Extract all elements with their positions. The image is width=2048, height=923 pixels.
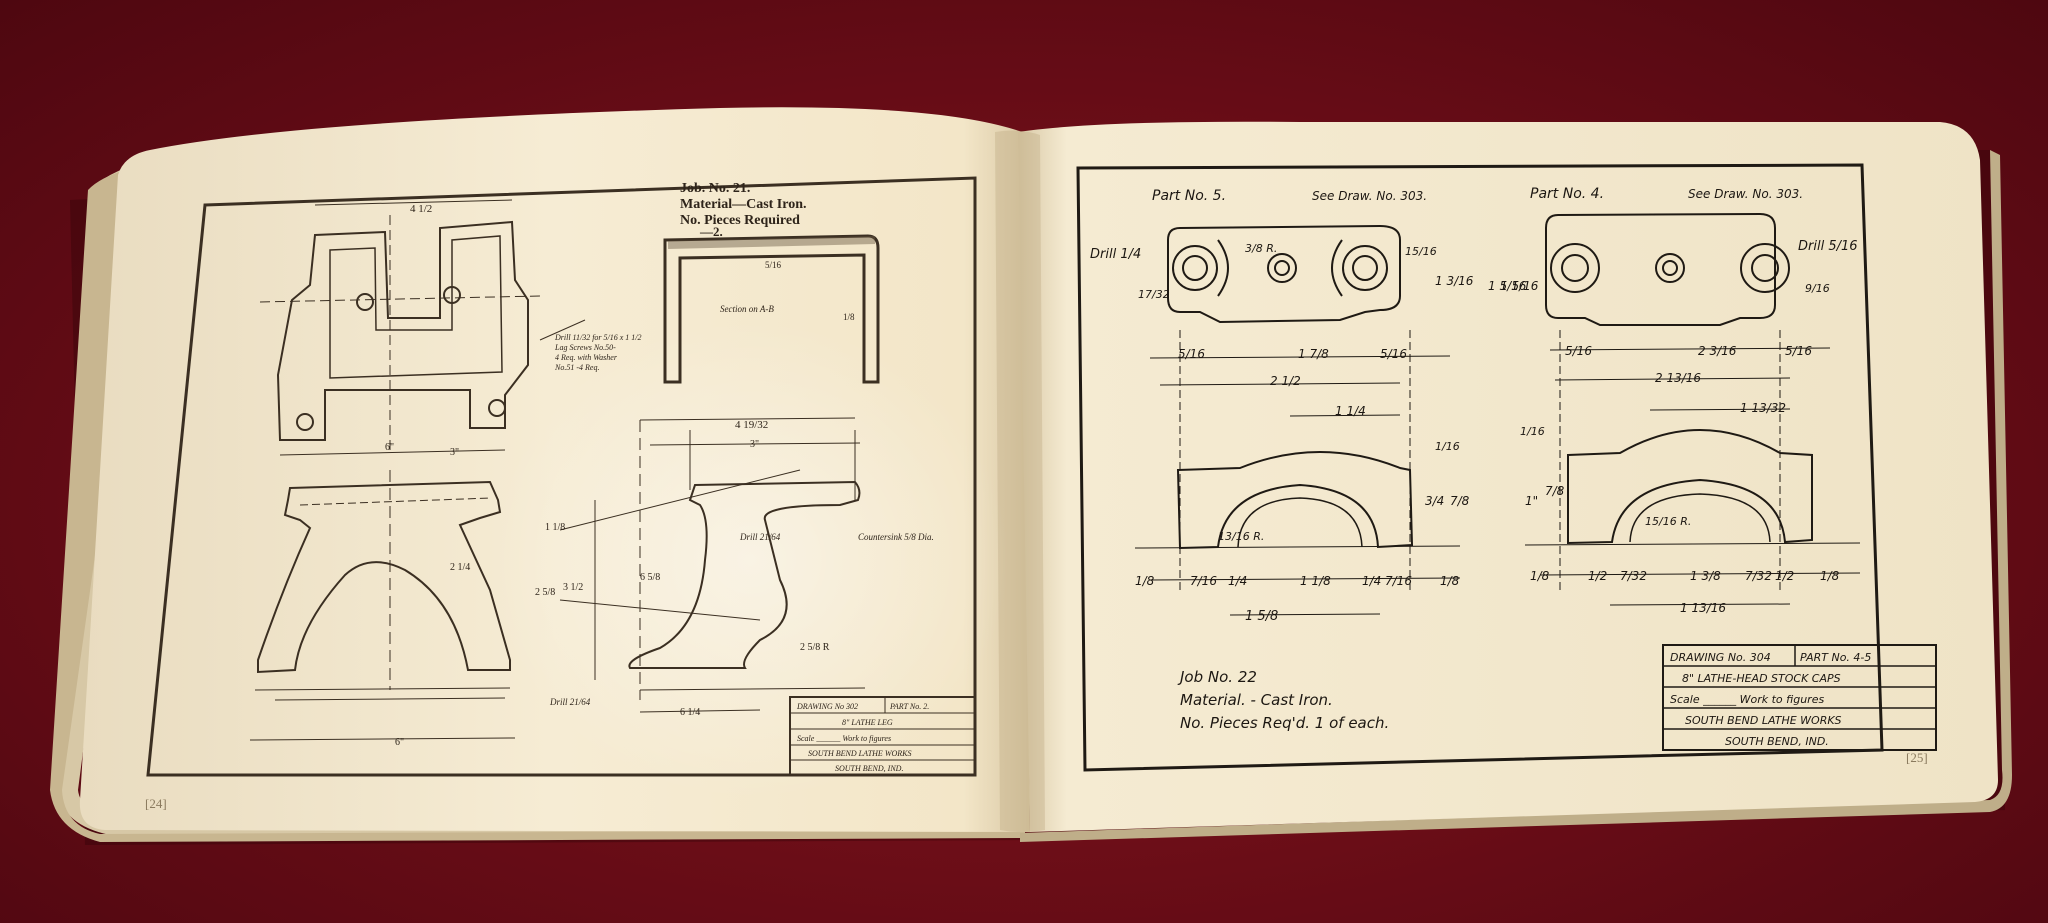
r4-dim-2: 2 3/16	[1698, 344, 1737, 358]
r4-dim-4: 2 13/16	[1655, 371, 1701, 385]
r4-dim-1: 5/16	[1565, 344, 1592, 358]
r5-dim-21: 1/8	[1440, 574, 1460, 588]
dim-10: 2 5/8	[535, 587, 555, 598]
r5-dim-14: 1/16	[1435, 440, 1460, 453]
r4-dim-18: 1 13/16	[1680, 601, 1726, 615]
dim-14: 6 1/4	[680, 707, 700, 718]
part5-label: Part No. 5.	[1152, 188, 1226, 204]
drill-note-4: No.51 -4 Req.	[554, 363, 599, 372]
r5-dim-20: 7/16	[1385, 574, 1412, 588]
part4-label: Part No. 4.	[1530, 186, 1604, 202]
r5-dim-4: 2 1/2	[1270, 374, 1301, 388]
drill-note-1: Drill 11/32 for 5/16 x 1 1/2	[554, 333, 642, 342]
drill-note-2: Lag Screws No.50-	[554, 343, 616, 352]
lb-city: SOUTH BEND, IND.	[835, 764, 903, 773]
lb-name: 8" LATHE LEG	[842, 718, 893, 727]
dim-8: 1/8	[843, 312, 855, 322]
dim-7: 5/16	[765, 260, 782, 270]
drill-lower: Drill 21/64	[549, 697, 591, 707]
drill-note-3: 4 Req. with Washer	[555, 353, 618, 362]
lb-part-no: PART No. 2.	[889, 702, 929, 711]
dim-11: 6 5/8	[640, 572, 660, 583]
see-draw-left: See Draw. No. 303.	[1312, 189, 1427, 203]
right-page-number: [25]	[1906, 750, 1928, 765]
countersink-note: Countersink 5/8 Dia.	[858, 532, 934, 542]
r5-dim-19: 1/4	[1362, 574, 1381, 588]
r4-dim-16: 1/2	[1775, 569, 1794, 583]
rb-name: 8" LATHE-HEAD STOCK CAPS	[1682, 672, 1841, 685]
rb-city: SOUTH BEND, IND.	[1725, 735, 1829, 748]
right-drawing	[1076, 163, 1937, 772]
dim-15: 2 5/8 R	[800, 642, 830, 653]
job-heading-line1: Job. No. 21.	[680, 181, 750, 196]
r4-dim-6: 1 5/16	[1500, 279, 1539, 293]
r4-dim-12: 1/2	[1588, 569, 1607, 583]
lb-company: SOUTH BEND LATHE WORKS	[808, 749, 911, 758]
r5-dim-6: 1 3/16	[1435, 274, 1474, 288]
left-page-number: [24]	[145, 796, 167, 811]
r4-dim-17: 1/8	[1820, 569, 1840, 583]
r4-dim-10: 15/16 R.	[1645, 515, 1691, 528]
dim-4: 4 19/32	[735, 419, 768, 431]
r4-dim-15: 7/32	[1745, 569, 1772, 583]
r5-dim-8: 1 5/16	[1488, 279, 1527, 293]
drill-small: Drill 21/64	[739, 532, 781, 542]
r4-dim-7: 1/16	[1520, 425, 1545, 438]
drill-right: Drill 5/16	[1798, 239, 1858, 254]
r5-dim-16: 7/16	[1190, 574, 1217, 588]
job-info-3: No. Pieces Req'd. 1 of each.	[1180, 714, 1389, 732]
dim-13: 2 1/4	[450, 562, 470, 573]
r5-dim-7: 15/16	[1405, 245, 1437, 258]
rb-scale: Scale ______ Work to figures	[1670, 693, 1824, 706]
r5-dim-13: 7/8	[1450, 494, 1470, 508]
job-heading-line4: —2.	[699, 224, 723, 239]
r5-dim-12: 3/4	[1425, 494, 1444, 508]
drill-left: Drill 1/4	[1090, 247, 1141, 262]
job-heading-line3: No. Pieces Required	[680, 213, 800, 228]
r4-dim-9: 7/8	[1545, 484, 1565, 498]
dim-9: 1 1/8	[545, 522, 565, 533]
r5-dim-9: 17/32	[1138, 288, 1170, 301]
r5-dim-17: 1/4	[1228, 574, 1247, 588]
left-drawing	[146, 176, 977, 777]
job-heading-line2: Material—Cast Iron.	[680, 197, 807, 212]
dim-12: 3 1/2	[563, 582, 583, 593]
r4-dim-14: 1 3/8	[1690, 569, 1721, 583]
r4-dim-19: 9/16	[1805, 282, 1830, 295]
r5-dim-2: 1 7/8	[1298, 347, 1329, 361]
rb-company: SOUTH BEND LATHE WORKS	[1685, 714, 1842, 727]
dim-6: 6"	[395, 737, 404, 748]
rb-part-no: PART No. 4-5	[1800, 651, 1871, 664]
r5-dim-5: 1 1/4	[1335, 404, 1366, 418]
r4-dim-5: 1 13/32	[1740, 401, 1786, 415]
right-text: Part No. 5. Part No. 4. See Draw. No. 30…	[1090, 186, 1928, 765]
dim-1: 4 1/2	[410, 203, 432, 215]
job-info-2: Material. - Cast Iron.	[1180, 691, 1333, 709]
right-page	[1018, 121, 1998, 832]
dim-5: 3"	[750, 439, 759, 450]
r5-dim-3: 5/16	[1380, 347, 1407, 361]
rb-drawing-no: DRAWING No. 304	[1670, 651, 1771, 664]
dim-3: 3"	[450, 447, 459, 458]
r5-dim-1: 5/16	[1178, 347, 1205, 361]
lb-drawing-no: DRAWING No 302	[796, 702, 858, 711]
r5-dim-15: 1/8	[1135, 574, 1155, 588]
dim-2: 6"	[385, 442, 394, 453]
r4-dim-13: 7/32	[1620, 569, 1647, 583]
job-info-1: Job No. 22	[1177, 668, 1257, 686]
lb-scale: Scale ______ Work to figures	[797, 734, 891, 743]
r4-dim-8: 1"	[1525, 494, 1538, 508]
r5-dim-10: 3/8 R.	[1245, 242, 1277, 255]
r4-dim-3: 5/16	[1785, 344, 1812, 358]
light-glare	[490, 320, 1010, 800]
r4-dim-11: 1/8	[1530, 569, 1550, 583]
r5-dim-18: 1 1/8	[1300, 574, 1331, 588]
section-label: Section on A-B	[720, 304, 774, 314]
see-draw-right: See Draw. No. 303.	[1688, 187, 1803, 201]
gutter	[995, 130, 1045, 832]
left-text: Job. No. 21. Material—Cast Iron. No. Pie…	[145, 181, 934, 811]
r5-dim-22: 1 5/8	[1245, 609, 1278, 624]
r5-dim-11: 13/16 R.	[1218, 530, 1264, 543]
